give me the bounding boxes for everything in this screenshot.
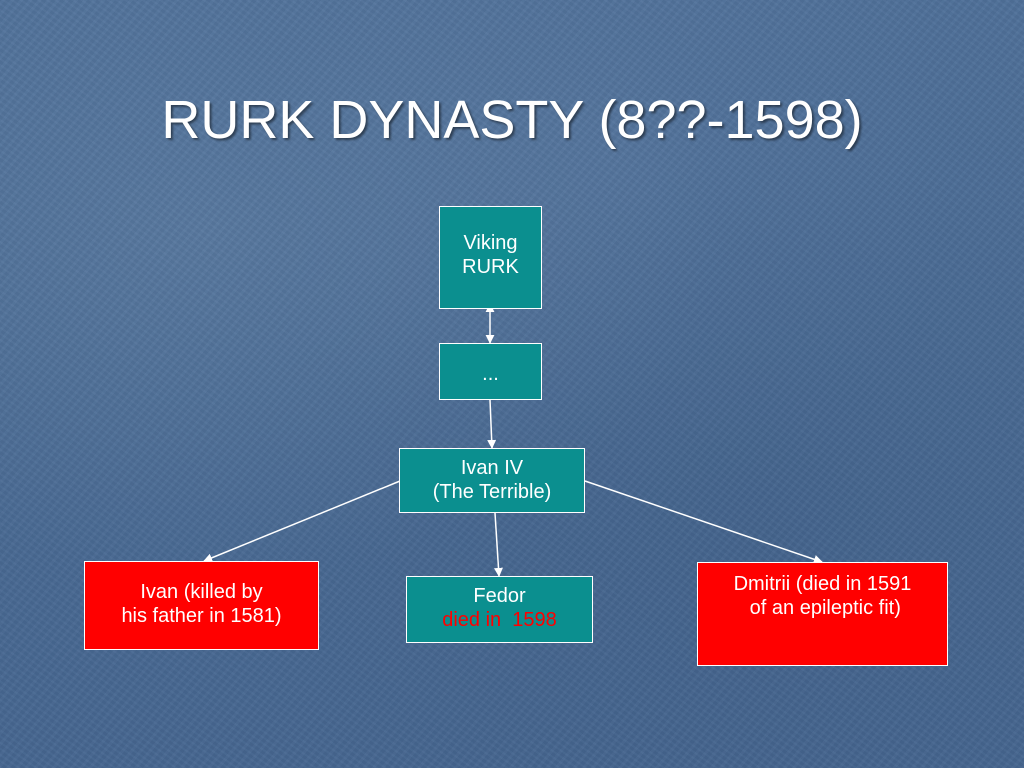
node-ivan-son-line2: his father in 1581) — [121, 605, 282, 627]
node-fedor-line1: Fedor — [473, 585, 526, 607]
node-ivan-son-line1: Ivan (killed by — [140, 581, 263, 603]
node-ellipsis: ... — [439, 343, 542, 400]
node-dmitrii-line1: Dmitrii (died in 1591 — [733, 573, 912, 595]
node-fedor-death-text: died in 1598 — [442, 609, 557, 631]
node-viking-rurk-line1: Viking — [463, 232, 518, 254]
connector-ivan-iv-to-ivan-son — [203, 480, 401, 563]
node-viking-rurk-line2: RURK — [462, 256, 519, 278]
connector-middle-to-ivan-iv — [487, 399, 497, 449]
slide-title: RURK DYNASTY (8??-1598) — [161, 90, 863, 150]
node-fedor: Fedor died in 1598 — [406, 576, 593, 643]
node-ivan-son: Ivan (killed by his father in 1581) — [84, 561, 319, 650]
node-ivan-iv-line2: (The Terrible) — [432, 481, 552, 503]
node-viking-rurk: Viking RURK — [439, 206, 542, 309]
node-dmitrii: Dmitrii (died in 1591 of an epileptic fi… — [697, 562, 948, 666]
connector-ivan-iv-to-fedor — [493, 512, 503, 577]
node-dmitrii-line2: of an epileptic fit) — [744, 597, 901, 619]
node-ivan-iv: Ivan IV (The Terrible) — [399, 448, 585, 513]
connector-ivan-iv-to-dmitrii — [584, 480, 823, 564]
node-ivan-iv-line1: Ivan IV — [460, 457, 524, 479]
node-ellipsis-text: ... — [482, 363, 499, 385]
